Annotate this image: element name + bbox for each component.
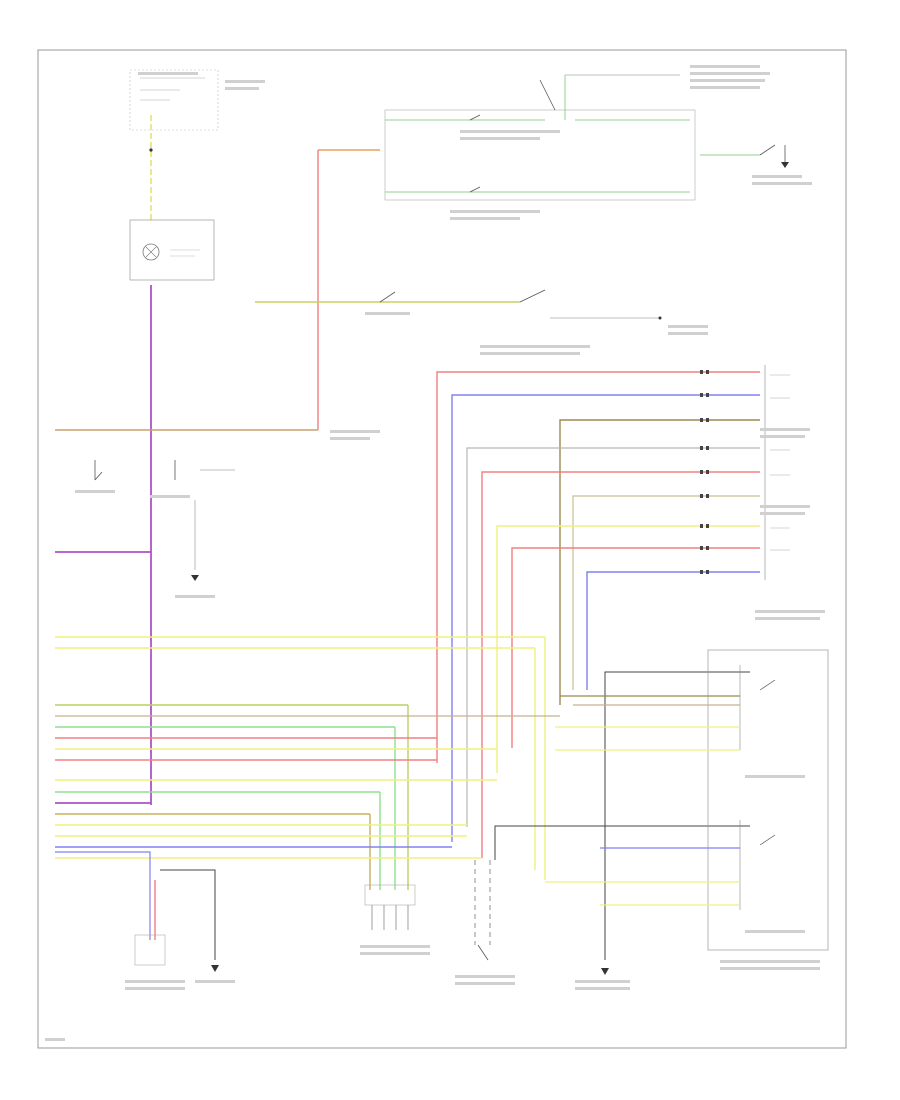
park-neutral-position-switch [134, 934, 166, 966]
ground-symbol-icon [781, 162, 789, 168]
wire-red-3 [511, 547, 760, 748]
overdrive-switch [94, 460, 103, 481]
wire-black-right-1 [604, 671, 750, 960]
wire-black-right-2 [494, 825, 750, 860]
wire-gray-1 [466, 447, 760, 827]
illegible-labels [45, 65, 825, 1041]
ground-symbol-icon [191, 575, 199, 581]
wire-tan-1 [559, 419, 760, 705]
wire-red-1 [436, 371, 760, 763]
wire-red-2 [481, 471, 760, 858]
wire-tan-2 [572, 495, 760, 690]
tcm-pin-rows [55, 636, 560, 890]
wire-black-bottom [160, 869, 216, 960]
wire-blue-1 [451, 394, 760, 842]
warning-lamp-icon [142, 243, 160, 261]
controls-switch [384, 75, 696, 201]
pressure-switch [700, 144, 789, 168]
speed-sensor [764, 365, 790, 580]
wire-blue-bottom [55, 851, 151, 940]
fuse-box [129, 69, 219, 131]
brake-switch [174, 460, 235, 570]
instrument-cluster [129, 219, 215, 281]
ground-symbol-icon [601, 968, 609, 975]
solenoid-connector [364, 884, 416, 930]
diagram-frame [37, 49, 847, 1049]
transmission-control-module [707, 649, 829, 951]
connector-marks [700, 370, 709, 574]
wire-yellow-1 [496, 525, 760, 773]
brake-pedal-switch [474, 860, 491, 961]
ground-symbol-icon [211, 965, 219, 972]
